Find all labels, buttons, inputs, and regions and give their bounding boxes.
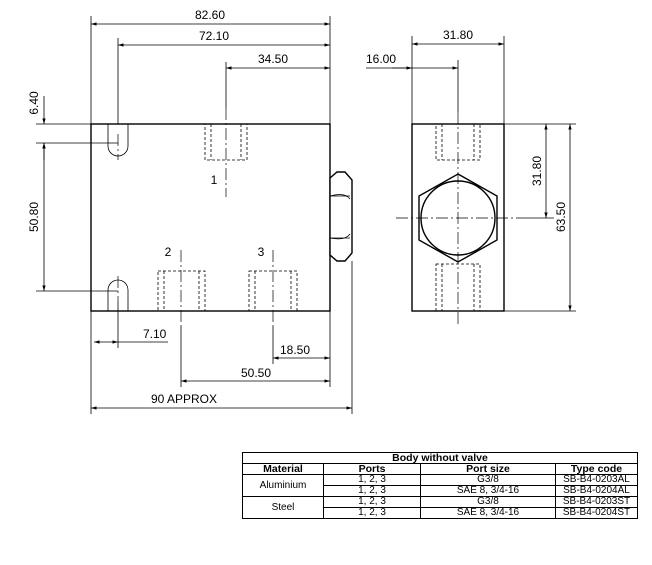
code-cell: SB-B4-0204ST bbox=[555, 507, 638, 519]
side-view bbox=[396, 112, 520, 326]
code-cell: SB-B4-0203AL bbox=[555, 474, 638, 486]
size-cell: G3/8 bbox=[420, 474, 556, 486]
dim-slot-spacing: 50.80 bbox=[27, 202, 41, 232]
dim-overall-length: 82.60 bbox=[195, 8, 225, 22]
material-cell: Aluminium bbox=[242, 474, 324, 497]
hex-plug bbox=[329, 171, 353, 262]
dim-port2-offset: 50.50 bbox=[241, 366, 271, 380]
dim-slot-depth: 6.40 bbox=[27, 91, 41, 115]
front-dimensions: 82.60 72.10 34.50 6.40 50.80 7.10 18.50 bbox=[27, 8, 353, 414]
table-row: 1, 2, 3 SAE 8, 3/4-16 SB-B4-0204ST bbox=[243, 507, 638, 519]
dim-total-approx: 90 APPROX bbox=[151, 392, 217, 406]
table-row: Steel 1, 2, 3 G3/8 SB-B4-0203ST bbox=[242, 496, 638, 519]
front-body-outline bbox=[90, 123, 331, 312]
dim-side-width: 31.80 bbox=[443, 28, 473, 42]
dim-port1-offset: 34.50 bbox=[258, 52, 288, 66]
port-label-3: 3 bbox=[258, 245, 265, 259]
code-cell: SB-B4-0203ST bbox=[555, 496, 638, 508]
header-ports: Ports bbox=[323, 463, 421, 475]
header-material: Material bbox=[242, 463, 324, 475]
header-port-size: Port size bbox=[420, 463, 556, 475]
technical-drawing: 82.60 72.10 34.50 6.40 50.80 7.10 18.50 bbox=[27, 8, 576, 414]
dim-side-center: 31.80 bbox=[530, 156, 544, 186]
size-cell: SAE 8, 3/4-16 bbox=[420, 507, 556, 519]
header-type-code: Type code bbox=[555, 463, 638, 475]
dim-side-height: 63.50 bbox=[554, 202, 568, 232]
spec-table: Body without valve Material Ports Port s… bbox=[242, 452, 638, 519]
size-cell: G3/8 bbox=[420, 496, 556, 508]
table-title: Body without valve bbox=[242, 452, 638, 464]
dim-side-offset: 16.00 bbox=[366, 52, 396, 66]
ports-cell: 1, 2, 3 bbox=[323, 485, 421, 497]
side-dimensions: 31.80 16.00 31.80 63.50 bbox=[366, 28, 576, 312]
dim-port-spacing: 72.10 bbox=[199, 29, 229, 43]
size-cell: SAE 8, 3/4-16 bbox=[420, 485, 556, 497]
ports-cell: 1, 2, 3 bbox=[323, 496, 421, 508]
dim-slot-edge: 7.10 bbox=[143, 327, 167, 341]
dim-port3-offset: 18.50 bbox=[280, 343, 310, 357]
ports-cell: 1, 2, 3 bbox=[323, 474, 421, 486]
ports-cell: 1, 2, 3 bbox=[323, 507, 421, 519]
table-row: 1, 2, 3 SAE 8, 3/4-16 SB-B4-0204AL bbox=[243, 485, 638, 497]
front-view bbox=[90, 108, 353, 326]
code-cell: SB-B4-0204AL bbox=[555, 485, 638, 497]
material-cell: Steel bbox=[242, 496, 324, 519]
port-label-2: 2 bbox=[165, 245, 172, 259]
port-label-1: 1 bbox=[211, 173, 218, 187]
table-row: Aluminium 1, 2, 3 G3/8 SB-B4-0203AL bbox=[242, 474, 638, 497]
